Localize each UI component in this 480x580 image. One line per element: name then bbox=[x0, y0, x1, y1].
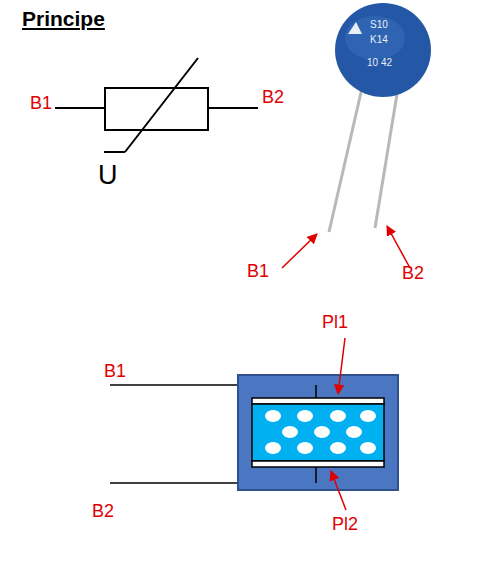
part-marking: S10 bbox=[370, 20, 388, 30]
terminal-label: B1 bbox=[247, 262, 269, 280]
leader-arrow bbox=[282, 234, 317, 268]
varistor-photo bbox=[329, 3, 431, 232]
voltage-label: U bbox=[98, 162, 118, 189]
terminal-label: B1 bbox=[104, 362, 126, 380]
leader-arrow bbox=[331, 471, 346, 510]
leader-arrow bbox=[338, 338, 345, 394]
leader-arrow bbox=[387, 226, 410, 268]
part-marking: K14 bbox=[370, 35, 388, 45]
varistor-section bbox=[110, 375, 398, 490]
part-marking: 10 42 bbox=[367, 58, 392, 68]
terminal-label: B2 bbox=[262, 88, 284, 106]
plate-label: Pl1 bbox=[322, 313, 348, 331]
varistor-symbol bbox=[55, 58, 258, 152]
title: Principe bbox=[22, 8, 105, 29]
plate-label: Pl2 bbox=[332, 515, 358, 533]
terminal-label: B2 bbox=[92, 502, 114, 520]
terminal-label: B1 bbox=[30, 94, 52, 112]
terminal-label: B2 bbox=[402, 264, 424, 282]
